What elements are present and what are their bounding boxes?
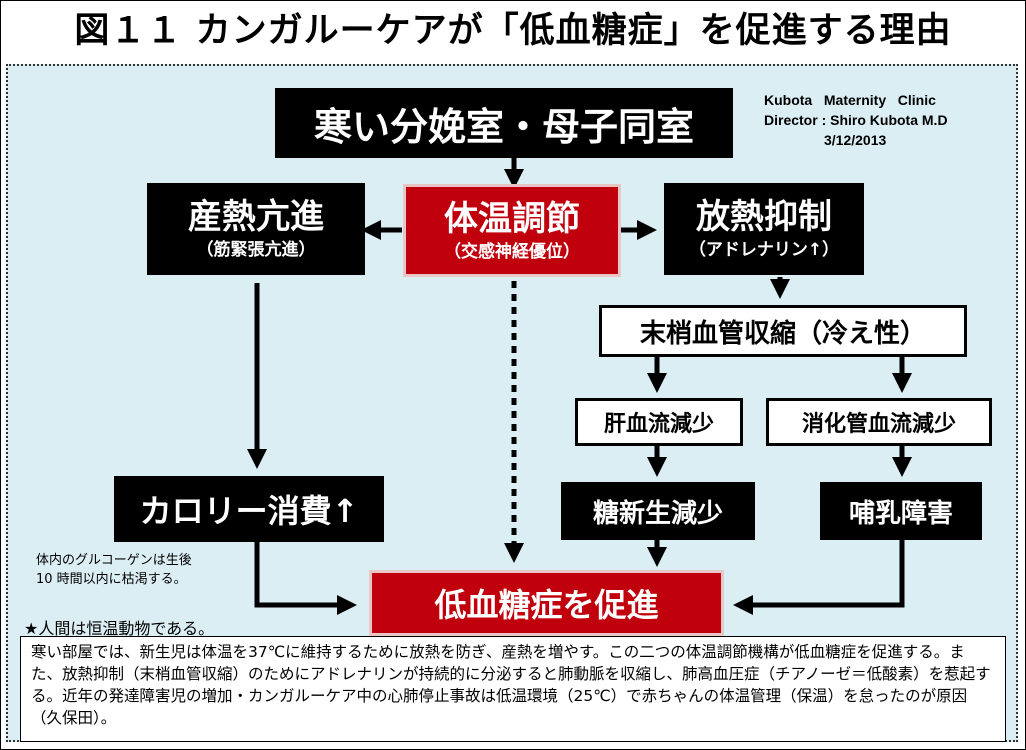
- credit-director: Director : Shiro Kubota M.D: [764, 112, 948, 128]
- glycogen-note: 体内のグルコーゲンは生後 10 時間以内に枯渇する。: [36, 551, 192, 589]
- node-vasocon-label: 末梢血管収縮（冷え性）: [639, 318, 926, 349]
- arrow-feeding-to-hypo: [732, 540, 905, 615]
- glycogen-note-line2: 10 時間以内に枯渇する。: [36, 572, 187, 587]
- glycogen-note-line1: 体内のグルコーゲンは生後: [36, 553, 192, 568]
- node-digest-label: 消化管血流減少: [801, 412, 956, 437]
- star-note: ★人間は恒温動物である。: [24, 619, 215, 638]
- slide-title: 図１１ カンガルーケアが「低血糖症」を促進する理由: [74, 11, 952, 51]
- author-credit: Kubota Maternity Clinic Director : Shiro…: [764, 90, 948, 150]
- node-thermo-label: 体温調節: [444, 198, 580, 239]
- node-cold-room: 寒い分娩室・母子同室: [275, 88, 733, 158]
- node-heatloss-label: 放熱抑制: [696, 197, 832, 237]
- node-calorie-label: カロリー消費↑: [139, 492, 359, 530]
- node-calorie-consumption: カロリー消費↑: [114, 476, 384, 542]
- credit-date: 3/12/2013: [824, 132, 887, 148]
- node-thermoregulation: 体温調節 （交感神経優位）: [403, 184, 621, 277]
- node-feeding-disorder: 哺乳障害: [820, 482, 982, 540]
- explanation-text: 寒い部屋では、新生児は体温を37℃に維持するために放熱を防ぎ、産熱を増やす。この…: [31, 643, 991, 727]
- node-heat-production: 産熱亢進 （筋緊張亢進）: [147, 183, 365, 275]
- arrow-calorie-to-hypo: [254, 540, 358, 615]
- node-heatloss-sublabel: （アドレナリン↑）: [688, 240, 840, 260]
- node-gluconeo-label: 糖新生減少: [592, 498, 723, 529]
- credit-clinic: Kubota Maternity Clinic: [764, 92, 936, 108]
- explanation-box: 寒い部屋では、新生児は体温を37℃に維持するために放熱を防ぎ、産熱を増やす。この…: [20, 636, 1006, 742]
- node-gluconeogenesis: 糖新生減少: [561, 482, 755, 540]
- node-heat-loss-suppression: 放熱抑制 （アドレナリン↑）: [664, 183, 864, 275]
- node-heatprod-label: 産熱亢進: [188, 197, 324, 237]
- node-hypo-label: 低血糖症を促進: [434, 586, 659, 624]
- node-hypoglycemia: 低血糖症を促進: [369, 570, 724, 636]
- node-digestive-bloodflow: 消化管血流減少: [766, 398, 992, 446]
- node-vasoconstriction: 末梢血管収縮（冷え性）: [599, 305, 967, 357]
- node-thermo-sublabel: （交感神経優位）: [444, 241, 580, 262]
- node-feeding-label: 哺乳障害: [848, 498, 953, 529]
- node-cold-room-label: 寒い分娩室・母子同室: [313, 104, 694, 149]
- node-liver-bloodflow: 肝血流減少: [575, 398, 743, 446]
- node-heatprod-sublabel: （筋緊張亢進）: [196, 240, 316, 260]
- node-liver-label: 肝血流減少: [603, 412, 714, 437]
